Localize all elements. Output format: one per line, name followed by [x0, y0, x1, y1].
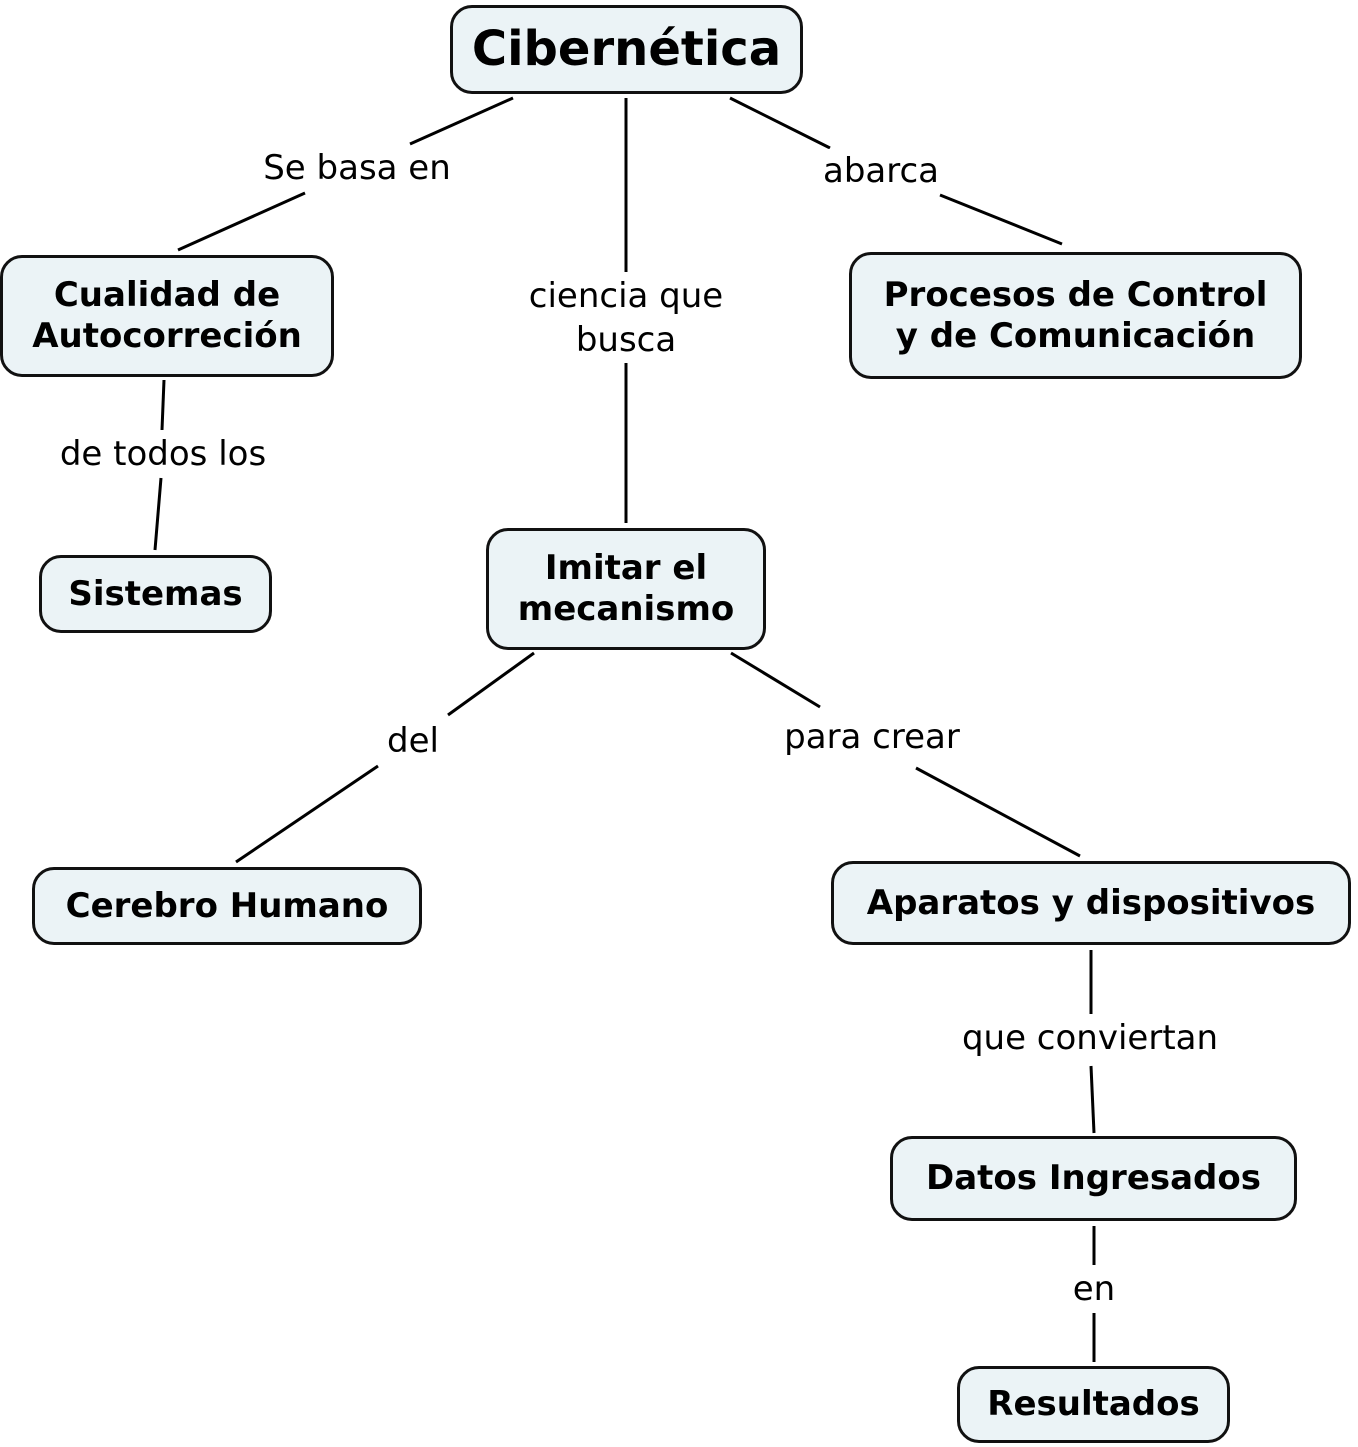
- line-abarca-to-procesos: [939, 193, 1063, 246]
- concept-cualidad-de-autocorrecion[interactable]: Cualidad de Autocorreción: [0, 255, 334, 377]
- line-sebasa-to-autocorreccion: [177, 191, 306, 252]
- concept-aparatos-y-dispositivos[interactable]: Aparatos y dispositivos: [831, 861, 1351, 945]
- line-imitar-to-del: [447, 651, 535, 717]
- concept-resultados[interactable]: Resultados: [957, 1366, 1230, 1443]
- link-label-para-crear: para crear: [780, 714, 964, 760]
- concept-sistemas[interactable]: Sistemas: [39, 555, 272, 633]
- link-label-ciencia-que-busca: ciencia que busca: [524, 273, 728, 363]
- concept-imitar-el-mecanismo[interactable]: Imitar el mecanismo: [486, 528, 766, 650]
- line-paracrear-to-aparatos: [915, 766, 1081, 858]
- link-label-del: del: [383, 718, 443, 764]
- link-label-en: en: [1068, 1266, 1120, 1312]
- line-root-to-sebasa: [409, 96, 514, 146]
- concept-procesos-de-control[interactable]: Procesos de Control y de Comunicación: [849, 252, 1302, 379]
- line-queconviertan-to-datos: [1089, 1065, 1096, 1134]
- concept-cerebro-humano[interactable]: Cerebro Humano: [32, 867, 422, 945]
- line-del-to-cerebro: [235, 764, 379, 864]
- line-imitar-to-paracrear: [730, 651, 821, 709]
- line-autocorreccion-to-detodos: [160, 379, 166, 431]
- link-label-de-todos-los: de todos los: [55, 431, 271, 477]
- link-label-abarca: abarca: [818, 148, 944, 194]
- concept-cibernetica[interactable]: Cibernética: [450, 5, 803, 94]
- line-detodos-to-sistemas: [153, 477, 163, 551]
- line-root-to-abarca: [729, 96, 831, 150]
- link-label-se-basa-en: Se basa en: [259, 145, 455, 191]
- concept-datos-ingresados[interactable]: Datos Ingresados: [890, 1136, 1297, 1221]
- link-label-que-conviertan: que conviertan: [957, 1015, 1223, 1061]
